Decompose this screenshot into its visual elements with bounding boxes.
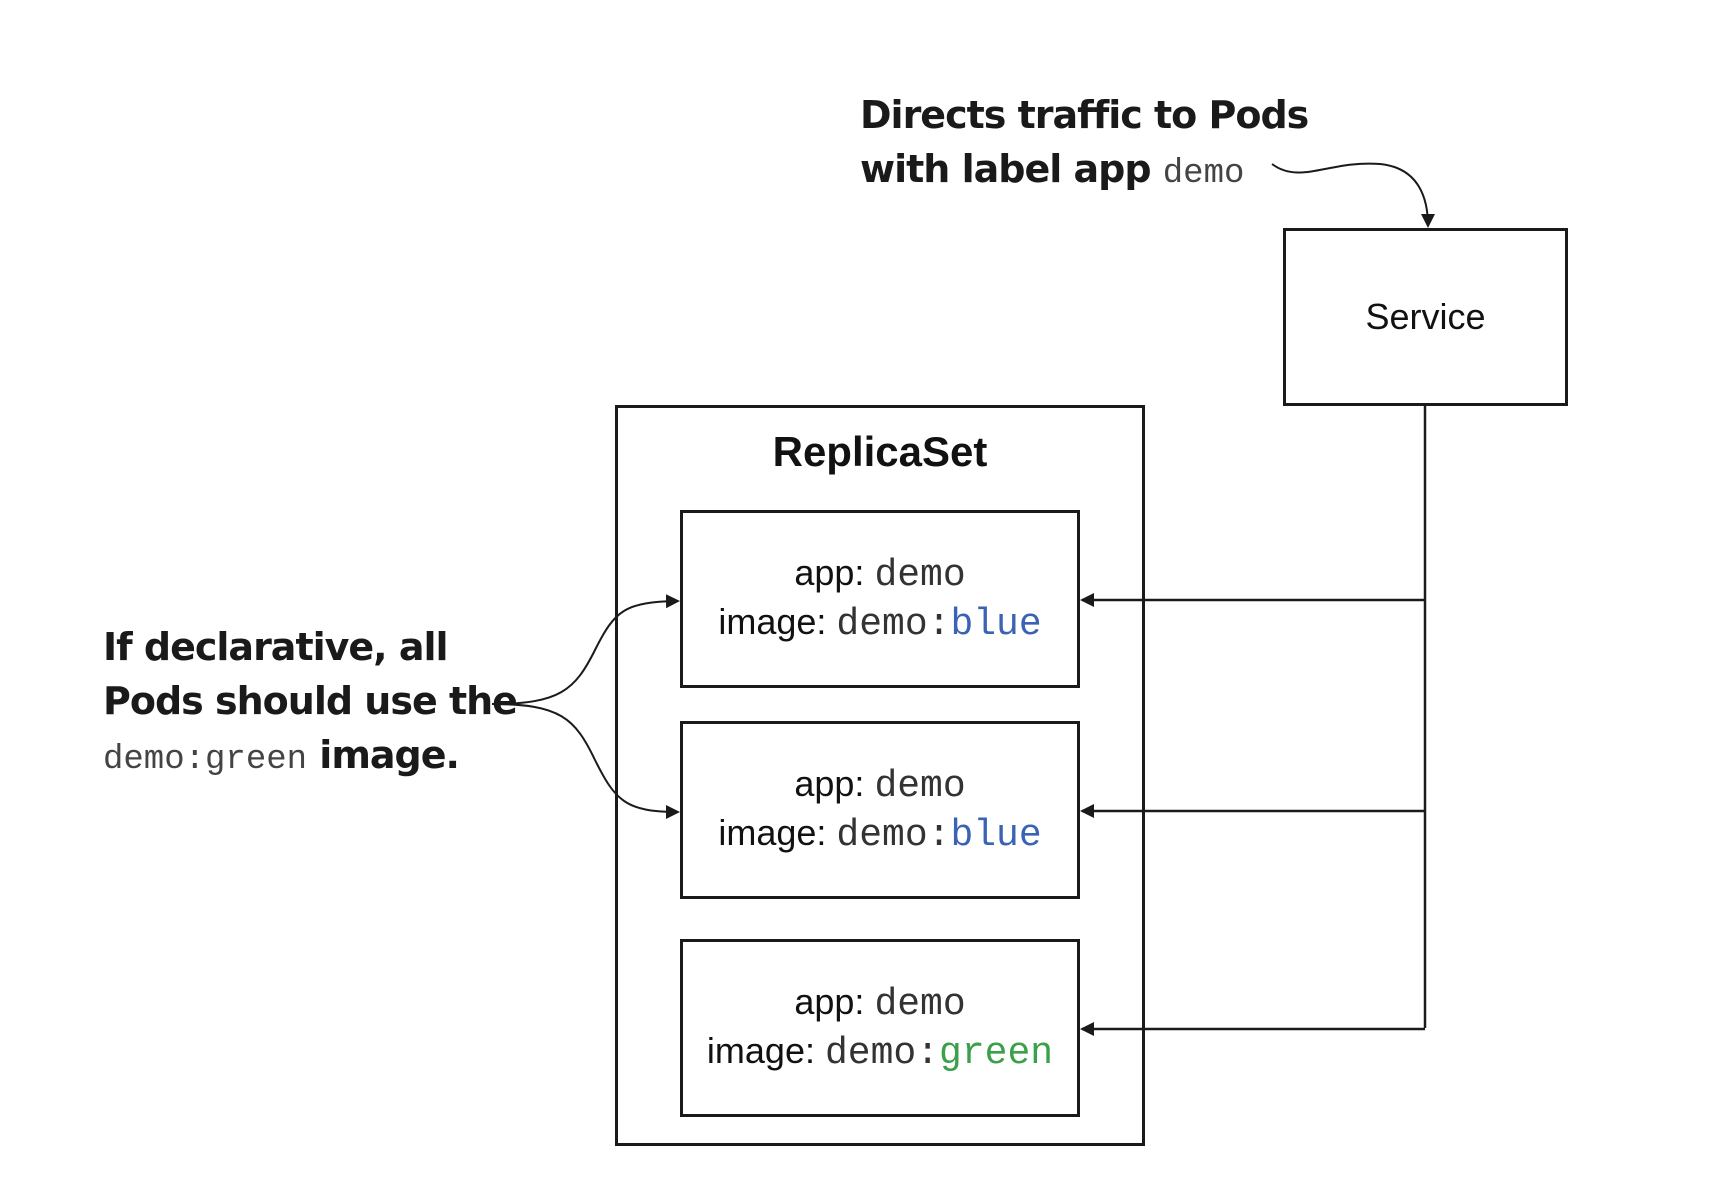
service-annotation-label-text: with label app	[860, 147, 1152, 191]
service-annotation: Directs traffic to Pods with label app d…	[860, 88, 1309, 201]
pod-3-image-repo: demo:	[825, 1032, 940, 1075]
pod-1-app-row: app: demo	[794, 550, 965, 599]
pod-2-app-key: app:	[794, 763, 865, 804]
pod-2-app-value: demo	[874, 765, 966, 808]
service-label: Service	[1365, 296, 1486, 337]
pod-3-app-key: app:	[794, 981, 865, 1022]
pod-1-image-row: image: demo:blue	[718, 599, 1041, 648]
pod-3-image-tag: green	[939, 1032, 1054, 1075]
pod-2-image-repo: demo:	[836, 814, 951, 857]
pod-box-3: app: demo image: demo:green	[680, 939, 1080, 1117]
pod-1-image-key: image:	[718, 601, 827, 642]
pod-1-image-tag: blue	[950, 603, 1042, 646]
pod-1-image-repo: demo:	[836, 603, 951, 646]
service-annotation-line-1: Directs traffic to Pods	[860, 93, 1309, 137]
pod-3-image-key: image:	[706, 1030, 815, 1071]
declarative-annotation-line-2: Pods should use the	[103, 679, 518, 723]
annotation-arrow-left-to-pod-2	[491, 703, 680, 819]
pod-2-image-row: image: demo:blue	[718, 810, 1041, 859]
declarative-annotation-line-1: If declarative, all	[103, 625, 449, 669]
pod-2-app-row: app: demo	[794, 761, 965, 810]
pod-3-labels: app: demo image: demo:green	[683, 942, 1077, 1114]
pod-2-image-key: image:	[718, 812, 827, 853]
declarative-annotation-code-tag: green	[205, 741, 308, 779]
declarative-annotation-suffix: image.	[319, 733, 460, 777]
annotation-arrow-top	[1271, 162, 1435, 228]
pod-1-app-key: app:	[794, 552, 865, 593]
declarative-annotation-code-repo: demo:	[103, 741, 206, 779]
replicaset-box: ReplicaSet	[615, 405, 1145, 1146]
pod-2-labels: app: demo image: demo:blue	[683, 724, 1077, 896]
pod-3-image-row: image: demo:green	[707, 1028, 1053, 1077]
pod-1-labels: app: demo image: demo:blue	[683, 513, 1077, 685]
pod-1-app-value: demo	[874, 554, 966, 597]
declarative-annotation-line-3: demo:green image.	[103, 728, 517, 787]
pod-box-1: app: demo image: demo:blue	[680, 510, 1080, 688]
pod-3-app-row: app: demo	[794, 979, 965, 1028]
replicaset-title: ReplicaSet	[772, 428, 988, 475]
pod-2-image-tag: blue	[950, 814, 1042, 857]
pod-box-2: app: demo image: demo:blue	[680, 721, 1080, 899]
service-annotation-line-2: with label app demo	[860, 142, 1308, 201]
service-box: Service	[1283, 228, 1568, 406]
pod-3-app-value: demo	[874, 983, 966, 1026]
annotation-arrow-left-to-pod-1	[491, 594, 680, 705]
declarative-annotation: If declarative, all Pods should use the …	[103, 620, 518, 787]
service-annotation-label-code: demo	[1162, 155, 1245, 193]
